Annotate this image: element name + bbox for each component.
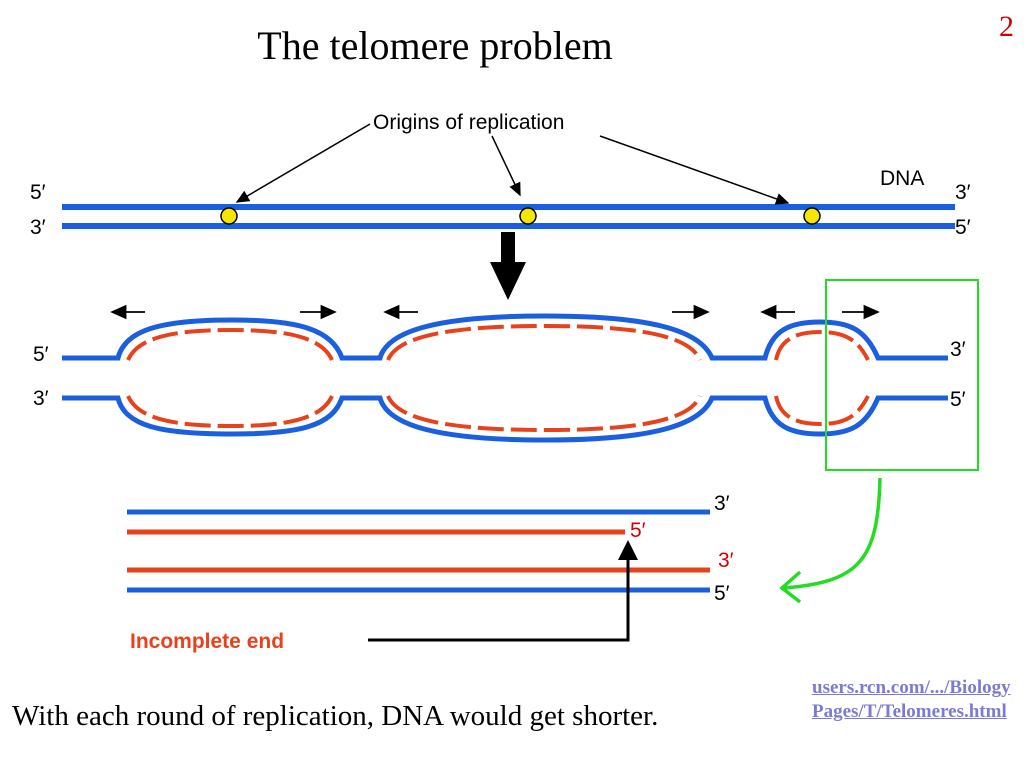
daughter-strands: 3′ 5′ 3′ 5′ [127,492,734,605]
new-strand-top [774,329,870,361]
green-arrowhead-icon [779,570,802,604]
origin-dot [519,207,537,225]
new-strand-bottom [774,395,870,427]
top-right-label-3: 3′ [955,181,971,204]
origin-pointer [235,123,371,203]
top-left-label-5: 5′ [30,181,46,204]
origins-label: Origins of replication [373,111,564,134]
source-link[interactable]: users.rcn.com/.../BiologyPages/T/Telomer… [812,677,1011,722]
replication-bubbles: 5′ 3′ 3′ 5′ [33,304,966,443]
parent-dna: 5′ 3′ 3′ 5′ DNA [30,167,971,239]
end-label-5: 5′ [714,582,730,605]
end-label-5-red: 5′ [630,519,646,542]
top-right-label-5: 5′ [955,216,971,239]
top-left-label-3: 3′ [30,216,46,239]
parent-strand-bottom-bubbled [62,395,948,443]
origin-dot [220,207,238,225]
incomplete-end-callout: Incomplete end [130,540,638,653]
chromosome-end-highlight [825,279,979,471]
slide-number: 2 [999,10,1014,43]
dna-label: DNA [880,167,924,190]
bubble-right-label-5: 5′ [950,388,966,411]
parent-strand-top-bubbled [62,313,948,361]
origin-pointer [599,135,790,205]
new-strand-bottom [386,395,702,433]
origins-callout: Origins of replication [235,111,790,205]
bubble-left-label-3: 3′ [33,387,49,410]
end-label-3: 3′ [714,492,730,515]
green-curved-arrow-icon [783,477,882,590]
origin-dot [803,207,821,225]
up-arrowhead-icon [618,540,638,560]
down-arrow-icon [490,232,526,300]
origin-pointer [491,135,521,197]
new-strand-top [126,327,334,361]
incomplete-end-label: Incomplete end [130,630,284,653]
bubble-left-label-5: 5′ [33,343,49,366]
new-strand-top [386,323,702,361]
slide-title: The telomere problem [257,23,613,68]
new-strand-bottom [126,395,334,429]
end-label-3-red: 3′ [718,549,734,572]
incomplete-pointer [368,558,630,642]
bubble-right-label-3: 3′ [950,338,966,361]
caption: With each round of replication, DNA woul… [12,700,659,732]
